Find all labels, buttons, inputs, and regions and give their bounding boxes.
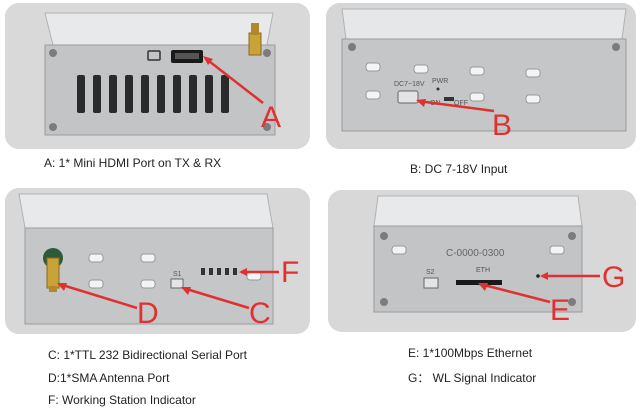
arrow-b [417, 99, 495, 113]
arrow-a [204, 57, 264, 104]
caption-a: A: 1* Mini HDMI Port on TX & RX [44, 156, 222, 170]
callout-d: D [137, 297, 159, 330]
silk-off-label: OFF [454, 100, 468, 107]
caption-b: B: DC 7-18V Input [410, 162, 508, 176]
arrow-e [479, 282, 551, 304]
callout-c: C [249, 297, 271, 330]
callout-e: E [550, 294, 570, 327]
camera-icon [147, 50, 161, 61]
wl-signal-led [536, 274, 540, 278]
photo-panel-serial: S1 D C F [5, 188, 310, 334]
photo-panel-ethernet: C-0000-0300 S2 ETH E G [328, 190, 636, 332]
ethernet-module-photo: C-0000-0300 S2 ETH E G [328, 190, 636, 332]
photo-panel-hdmi: A [5, 3, 310, 149]
caption-e: E: 1*100Mbps Ethernet [408, 346, 533, 360]
caption-c: C: 1*TTL 232 Bidirectional Serial Port [48, 348, 247, 362]
arrow-d [58, 282, 138, 310]
photo-panel-dc-input: DC7~18V PWR ON OFF B [326, 3, 636, 149]
silk-eth-label: ETH [476, 267, 490, 274]
silk-s2-label: S2 [426, 269, 435, 276]
arrow-c [182, 286, 250, 310]
caption-g: G： WL Signal Indicator [408, 371, 537, 385]
callout-g: G [602, 261, 625, 294]
caption-f: F: Working Station Indicator [48, 393, 196, 407]
hdmi-module-photo: A [5, 3, 310, 149]
serial-number: C-0000-0300 [446, 248, 505, 259]
callout-a: A [261, 101, 281, 134]
caption-d: D:1*SMA Antenna Port [48, 371, 170, 385]
callout-f: F [281, 256, 299, 289]
serial-module-photo: S1 D C F [5, 188, 310, 334]
silk-pwr-label: PWR [432, 78, 448, 85]
callout-b: B [492, 109, 512, 142]
silk-s1-label: S1 [173, 271, 182, 278]
dc-module-photo: DC7~18V PWR ON OFF B [326, 3, 636, 149]
silk-dc-label: DC7~18V [394, 81, 425, 88]
